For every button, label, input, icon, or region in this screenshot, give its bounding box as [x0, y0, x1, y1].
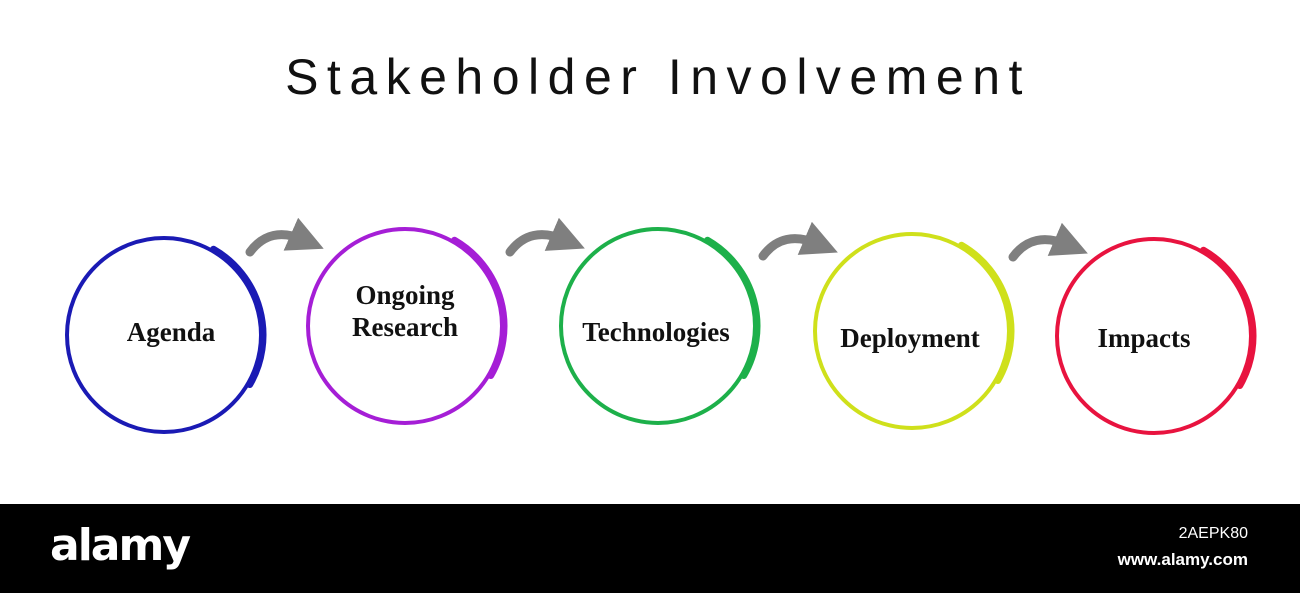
step-label-5-line-1: Impacts: [1098, 323, 1191, 353]
step-5: Impacts: [1055, 237, 1257, 435]
step-circle-stroke-4: [958, 241, 1015, 384]
step-circle-stroke-1: [210, 245, 267, 388]
step-1: Agenda: [65, 236, 267, 434]
watermark-url: www.alamy.com: [1117, 550, 1248, 569]
step-circle-stroke-3: [704, 236, 761, 379]
watermark-logo: alamy: [50, 520, 191, 571]
step-3: Technologies: [559, 227, 761, 425]
step-label-4-line-1: Deployment: [840, 323, 979, 353]
step-label-1-line-1: Agenda: [127, 317, 216, 347]
curved-arrow-icon-4: [1008, 222, 1088, 262]
step-4: Deployment: [813, 232, 1015, 430]
curved-arrow-icon-2: [505, 217, 585, 257]
watermark-bar: alamy 2AEPK80 www.alamy.com: [0, 504, 1300, 593]
step-circle-stroke-2: [451, 236, 508, 379]
step-label-3-line-1: Technologies: [582, 317, 730, 347]
curved-arrow-icon-3: [758, 221, 838, 261]
curved-arrow-icon-1: [245, 217, 324, 257]
step-circle-stroke-5: [1200, 246, 1257, 389]
watermark-image-id: 2AEPK80: [1178, 525, 1248, 542]
diagram-title: Stakeholder Involvement: [285, 49, 1031, 105]
step-label-2-line-2: Research: [352, 312, 458, 342]
step-label-2-line-1: Ongoing: [355, 280, 455, 310]
